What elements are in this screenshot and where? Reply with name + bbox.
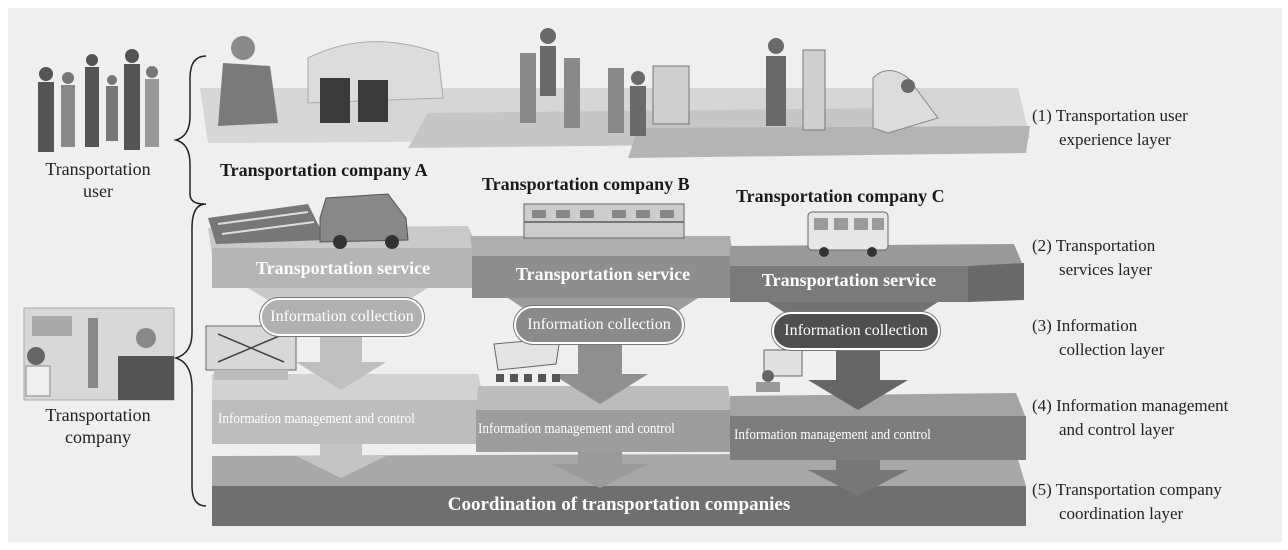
layer-3-line1: (3) Information [1032,316,1138,335]
company-b-service-label: Transportation service [515,264,691,284]
control-room-b [493,337,561,382]
company-c-info-management: Information management and control [734,427,931,443]
transportation-user-label: Transportation user [28,158,168,202]
company-a-vehicles [208,193,409,249]
transportation-user-label-line1: Transportation [45,159,151,179]
user-brace [173,55,207,205]
transportation-company-illustration [23,307,175,401]
layer-3-line2: collection layer [1059,340,1165,359]
company-c-title: Transportation company C [736,186,945,206]
user-illustrations [218,28,939,136]
transportation-company-label-line2: company [65,427,131,447]
diagram-canvas: Transportation user Transportation compa… [8,8,1282,542]
company-a-info-management: Information management and control [218,411,415,427]
control-room-c [756,349,803,392]
coordination-arrows [296,444,908,496]
collection-arrows [296,310,908,410]
company-b-info-collection: Information collection [514,306,684,344]
transportation-user-label-line2: user [83,181,113,201]
transportation-company-label: Transportation company [28,404,168,448]
layer-1-label: (1) Transportation user experience layer [1032,104,1188,152]
layer-5-line2: coordination layer [1059,504,1184,523]
company-b-title: Transportation company B [482,174,690,194]
layer-5-label: (5) Transportation company coordination … [1032,478,1222,526]
company-a-info-collection: Information collection [260,298,424,336]
layer-2-label: (2) Transportation services layer [1032,234,1155,282]
layer-5-line1: (5) Transportation company [1032,480,1222,499]
info-management-slabs [212,374,1026,460]
company-b-info-management: Information management and control [478,421,675,437]
company-a-title: Transportation company A [220,160,428,180]
company-b-train [523,203,685,239]
layer-3-label: (3) Information collection layer [1032,314,1164,362]
company-c-service-label: Transportation service [761,270,937,290]
company-a-service-label: Transportation service [255,258,431,278]
layer-4-line1: (4) Information management [1032,396,1229,415]
layer-1-line2: experience layer [1059,130,1171,149]
layer-1-line1: (1) Transportation user [1032,106,1188,125]
company-c-info-collection: Information collection [772,312,940,350]
company-c-bus [807,211,889,257]
layer-2-line1: (2) Transportation [1032,236,1156,255]
layer-4-line2: and control layer [1059,420,1175,439]
transportation-users-illustration [38,49,159,152]
coordination-label: Coordination of transportation companies [447,494,791,515]
company-brace [173,203,207,507]
layer-4-label: (4) Information management and control l… [1032,394,1228,442]
layer-2-line2: services layer [1059,260,1152,279]
diagram-graphics [23,28,1030,526]
transportation-company-label-line1: Transportation [45,405,151,425]
